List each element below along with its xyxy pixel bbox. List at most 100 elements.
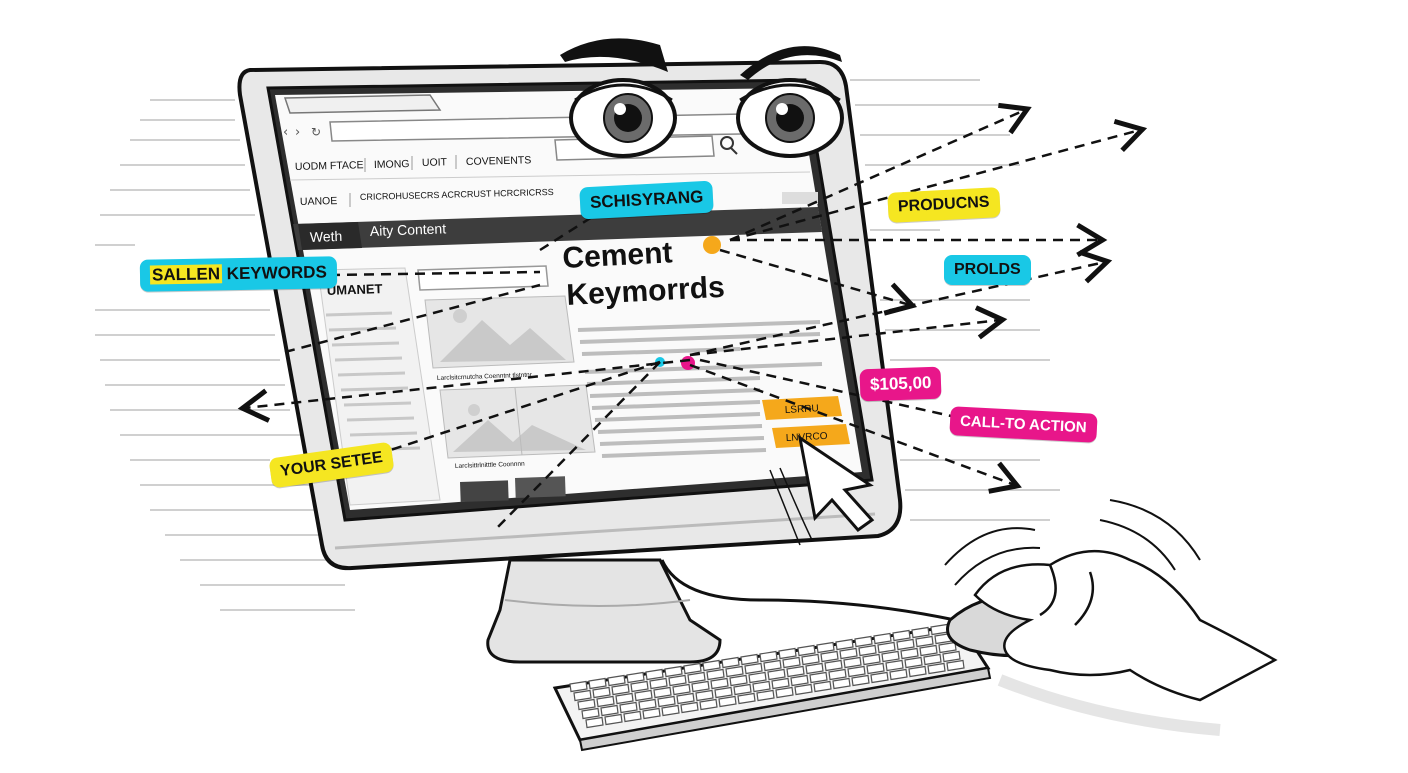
keyboard-key <box>569 680 588 693</box>
keyboard-key <box>744 662 763 675</box>
keyboard-key <box>873 632 892 645</box>
content-tab-bar: Weth Aity Content <box>293 207 822 250</box>
keyboard-key <box>896 638 915 651</box>
speed-lines-left <box>95 99 355 611</box>
forward-icon[interactable]: › <box>295 125 300 140</box>
keyboard-key <box>763 659 782 672</box>
keyboard-key <box>790 674 809 687</box>
hand-icon <box>973 549 1278 702</box>
keyboard-key <box>775 686 794 699</box>
keyboard-key <box>630 680 649 693</box>
tab-dark[interactable]: Weth <box>310 228 343 245</box>
keyboard-key <box>596 695 615 708</box>
search-icon[interactable] <box>720 136 738 155</box>
keyboard-key <box>657 695 676 708</box>
keyboard-key <box>710 677 729 690</box>
keyboard-key <box>946 659 965 672</box>
image-card-2[interactable]: Larclsittrlnitttle Coonnnn <box>439 384 596 470</box>
keyboard-key <box>805 662 824 675</box>
image-card-1[interactable]: Larclsitcrnutcha Coenntnt tlstntnr <box>424 295 575 382</box>
browser-window: ‹ › ↻ UODM FTACE IMONG UOIT COVENENTS UA… <box>275 88 862 510</box>
keyboard-key <box>668 674 687 687</box>
keyboard-key <box>889 668 908 681</box>
keyboard-key <box>619 701 638 714</box>
keyboard-key <box>797 644 816 657</box>
keyboard-key <box>626 671 645 684</box>
keyboard-key <box>691 680 710 693</box>
back-icon[interactable]: ‹ <box>283 125 288 140</box>
keyboard-key <box>611 683 630 696</box>
image-placeholder-icon <box>440 309 566 362</box>
svg-text:LNVRCO: LNVRCO <box>786 431 828 444</box>
svg-text:LSRRU: LSRRU <box>785 403 819 416</box>
keyboard-key <box>600 704 619 717</box>
keyboard-key <box>645 668 664 681</box>
keyboard-key <box>858 644 877 657</box>
keyboard-key <box>573 689 592 702</box>
keyboard-key <box>892 629 911 642</box>
refresh-icon[interactable]: ↻ <box>311 125 321 139</box>
eyes-icon <box>560 38 844 158</box>
keyboard-key <box>824 659 843 672</box>
callout-salien-keywords: SALLEN KEYWORDS <box>139 256 338 292</box>
bottom-thumbnails <box>459 476 566 502</box>
keyboard-key <box>615 692 634 705</box>
headline-line-1: Cement <box>562 236 674 275</box>
keyboard-key <box>718 695 737 708</box>
keyboard-key <box>756 689 775 702</box>
keyboard-key <box>661 704 680 717</box>
keyboard-key <box>778 647 797 660</box>
callout-producns: PRODUCNS <box>887 187 1001 223</box>
nav-item-1[interactable]: IMONG <box>374 158 410 171</box>
keyboard-key <box>843 656 862 669</box>
tab-content[interactable]: Aity Content <box>370 220 447 239</box>
keyboard-key <box>919 644 938 657</box>
keyboard-key <box>623 710 642 723</box>
keyboard-key <box>638 698 657 711</box>
keyboard-key <box>885 659 904 672</box>
keyboard-key <box>653 686 672 699</box>
keyboard-key <box>809 671 828 684</box>
mouse-cable <box>660 559 956 622</box>
keyboard-key <box>900 647 919 660</box>
keyboard-icon <box>552 623 992 752</box>
keyboard-key <box>854 635 873 648</box>
keyboard-key <box>759 650 778 663</box>
page-search-field[interactable] <box>417 265 549 291</box>
cta-button-2[interactable]: LNVRCO <box>772 424 850 448</box>
cta-button-1[interactable]: LSRRU <box>762 396 842 420</box>
keyboard-key <box>813 680 832 693</box>
keyboard-key <box>866 662 885 675</box>
keyboard-key <box>699 698 718 711</box>
nav-item-2[interactable]: UOIT <box>422 156 448 169</box>
keyboard-key <box>748 671 767 684</box>
keyboard-key <box>881 650 900 663</box>
keyboard-key <box>938 641 957 654</box>
eyebrow-icon <box>560 38 842 80</box>
callout-salien-highlight: SALLEN <box>149 264 223 285</box>
keyboard-key <box>664 665 683 678</box>
callout-salien-rest: KEYWORDS <box>221 262 327 284</box>
nav-item-3[interactable]: COVENENTS <box>466 154 532 168</box>
keyboard-key <box>721 656 740 669</box>
keyboard-key <box>839 647 858 660</box>
orange-dot <box>703 236 721 254</box>
keyboard-key <box>930 623 949 636</box>
keyboard-key <box>828 668 847 681</box>
keyboard-key <box>683 662 702 675</box>
cursor-icon <box>769 434 875 546</box>
keyboard-key <box>847 665 866 678</box>
keyboard-key <box>752 680 771 693</box>
keyboard-key <box>862 653 881 666</box>
keyboard-key <box>581 707 600 720</box>
gaze-path-arrows <box>237 102 1148 531</box>
keyboard-key <box>908 665 927 678</box>
nav-item-0[interactable]: UODM FTACE <box>295 159 364 173</box>
keyboard-key <box>832 677 851 690</box>
keyboard-key <box>923 653 942 666</box>
keyboard-key <box>729 674 748 687</box>
keyboard-key <box>733 683 752 696</box>
keyboard-key <box>607 674 626 687</box>
keyboard-key <box>672 683 691 696</box>
